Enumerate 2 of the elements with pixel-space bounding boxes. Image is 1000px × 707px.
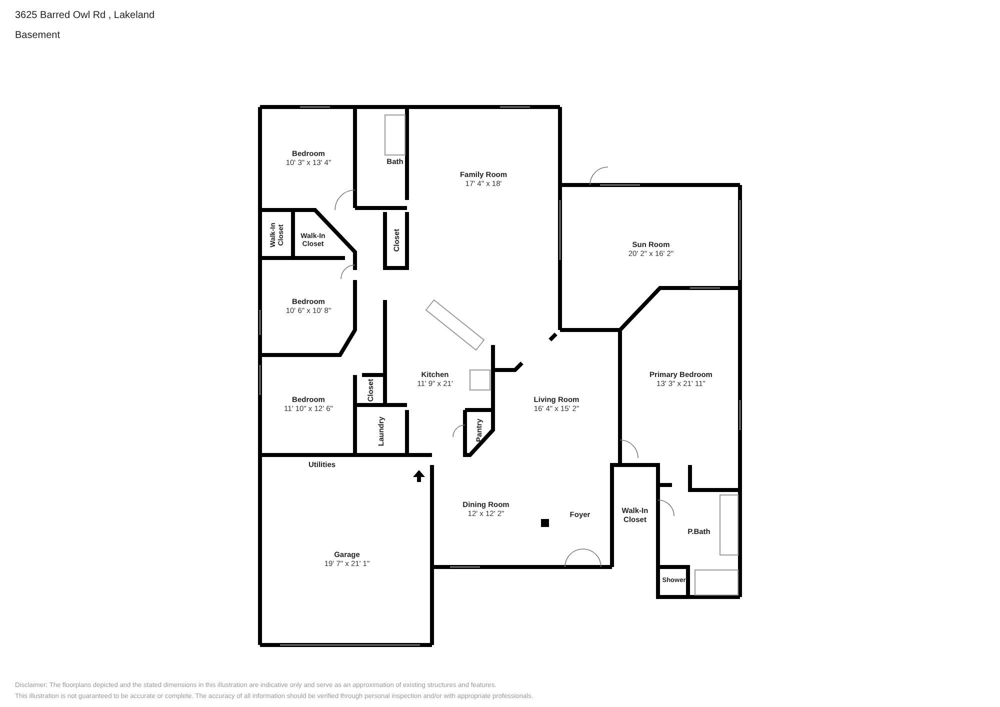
floor-label: Basement (15, 30, 60, 41)
address-heading: 3625 Barred Owl Rd , Lakeland (15, 10, 155, 21)
